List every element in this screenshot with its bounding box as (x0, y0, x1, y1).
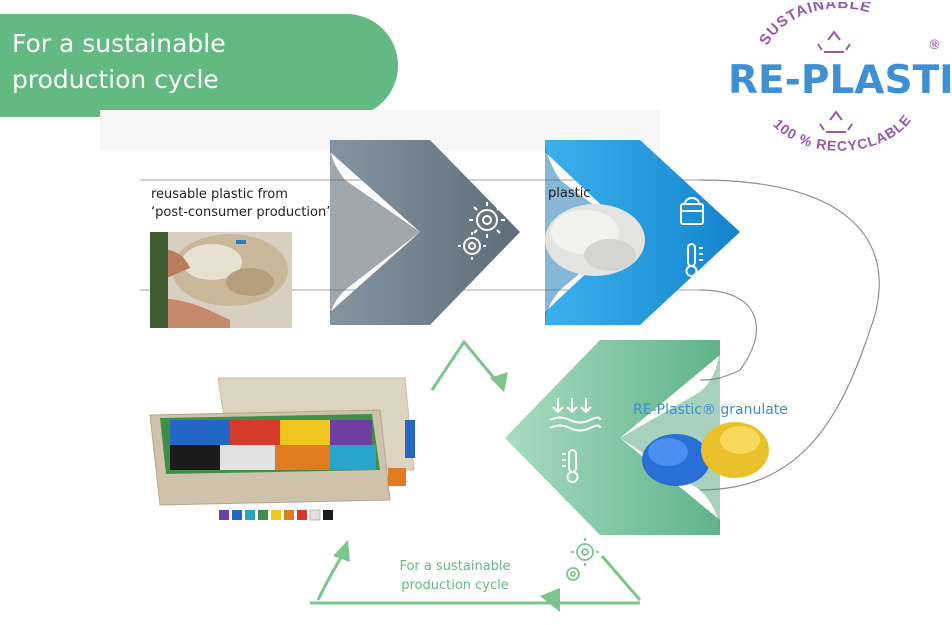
label-reusable-plastic: reusable plastic from ‘post-consumer pro… (151, 186, 330, 222)
grey-chevron (330, 140, 520, 325)
label-granulate: RE-Plastic® granulate (633, 402, 788, 418)
plastic-waste-photo (150, 232, 292, 328)
cycle-caption: For a sustainable production cycle (390, 557, 520, 595)
thermometer-icon (685, 243, 703, 277)
grey-chevron-fold (330, 140, 420, 325)
re-plastic-logo: SUSTAINABLE 100 % RECYCLABLE (756, 2, 913, 154)
title-banner (0, 14, 398, 117)
title-line-2: production cycle (12, 65, 219, 94)
recycle-icon-2 (819, 110, 853, 133)
green-chevron (505, 340, 720, 535)
gears-icon (458, 202, 505, 260)
logo-top-arc: SUSTAINABLE (756, 2, 873, 48)
label-reusable-line-1: reusable plastic from (151, 187, 288, 202)
logo-main-text: RE-PLASTIC (728, 58, 952, 103)
cycle-caption-line-2: production cycle (401, 578, 509, 593)
heat-down-icon (549, 398, 601, 432)
granulate-pellets (642, 422, 769, 486)
connector-curve-outer (699, 179, 880, 491)
page-title: For a sustainable production cycle (12, 26, 382, 98)
logo-registered-mark: ® (928, 38, 941, 53)
title-line-1: For a sustainable (12, 29, 226, 58)
gears-icon-small (566, 538, 599, 581)
connector-curve-inner (699, 289, 757, 381)
label-reusable-line-2: ‘post-consumer production’ (151, 205, 331, 220)
label-plastic: plastic (548, 186, 591, 201)
cube-box-photo (149, 377, 415, 521)
plastic-pellets (545, 204, 645, 276)
cycle-arrows (310, 339, 642, 612)
thermometer-icon-2 (562, 449, 579, 483)
paint-bucket-icon (680, 197, 704, 225)
cycle-caption-line-1: For a sustainable (399, 559, 511, 574)
recycle-icon (817, 30, 851, 53)
